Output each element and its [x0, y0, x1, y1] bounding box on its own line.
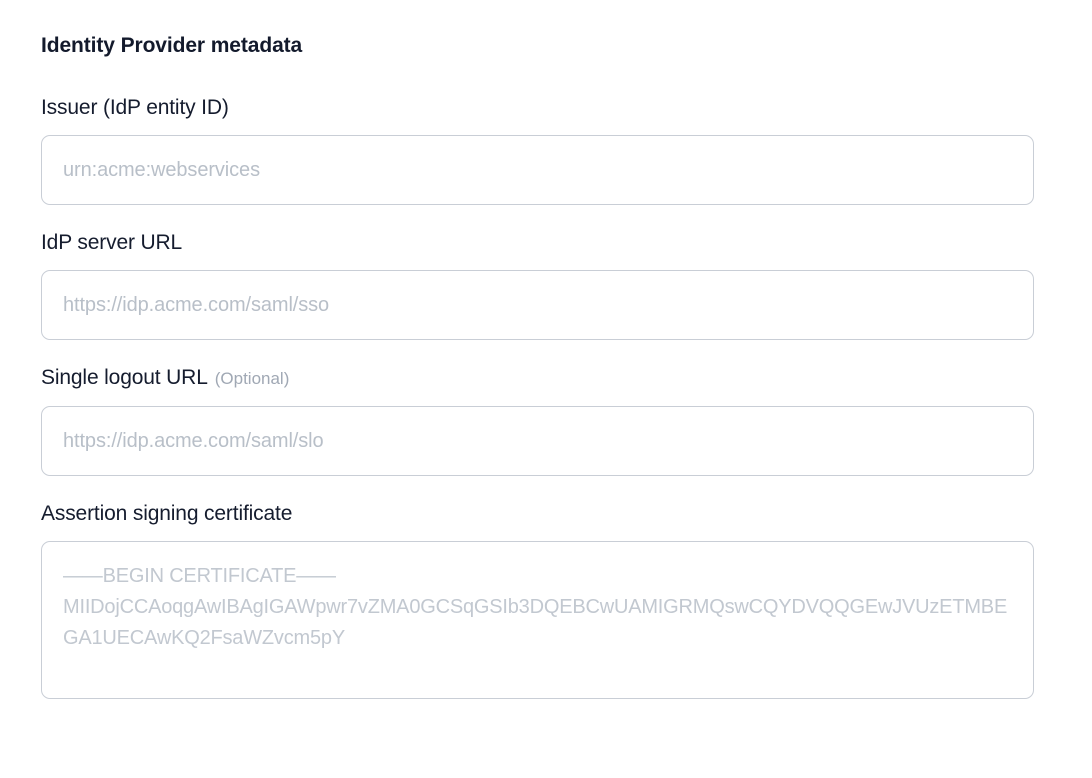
signing-certificate-textarea[interactable]	[41, 541, 1034, 699]
single-logout-url-label-text: Single logout URL	[41, 366, 208, 389]
field-group-idp-server-url: IdP server URL	[41, 230, 1034, 340]
single-logout-url-input[interactable]	[41, 406, 1034, 476]
idp-server-url-input[interactable]	[41, 270, 1034, 340]
field-group-single-logout-url: Single logout URL (Optional)	[41, 365, 1034, 476]
field-group-issuer: Issuer (IdP entity ID)	[41, 95, 1034, 205]
signing-certificate-label: Assertion signing certificate	[41, 501, 1034, 527]
idp-server-url-label-text: IdP server URL	[41, 231, 183, 254]
field-group-signing-certificate: Assertion signing certificate	[41, 501, 1034, 699]
identity-provider-metadata-form: Identity Provider metadata Issuer (IdP e…	[41, 0, 1034, 699]
section-title: Identity Provider metadata	[41, 34, 303, 57]
issuer-input[interactable]	[41, 135, 1034, 205]
signing-certificate-label-text: Assertion signing certificate	[41, 502, 293, 525]
issuer-label: Issuer (IdP entity ID)	[41, 95, 1034, 121]
single-logout-url-optional-tag: (Optional)	[214, 369, 290, 388]
single-logout-url-label: Single logout URL (Optional)	[41, 365, 1034, 392]
issuer-label-text: Issuer (IdP entity ID)	[41, 96, 229, 119]
idp-server-url-label: IdP server URL	[41, 230, 1034, 256]
